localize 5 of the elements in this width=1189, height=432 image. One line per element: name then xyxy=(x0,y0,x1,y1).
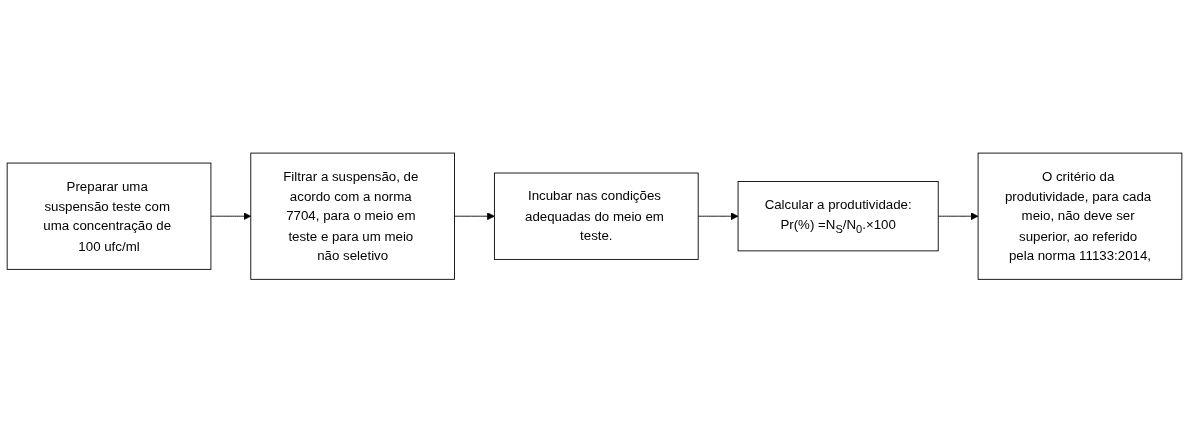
node-box: Calcular a produtividade: Pr(%) =N$_{S}$/N$_{0}$.×100 xyxy=(737,180,939,252)
node-box: Filtrar a suspensão, de acordo com a norma 7704, para o meio em teste e para um meio não seletivo xyxy=(250,152,455,280)
node-box: Preparar uma suspensão teste com uma concentração de 100 ufc/ml xyxy=(6,162,212,270)
node-box: Incubar nas condições adequadas do meio em teste. xyxy=(493,172,699,260)
node-box: O critério da produtividade, para cada meio, não deve ser superior, ao referido pela norma 11133:2014, xyxy=(977,152,1183,280)
